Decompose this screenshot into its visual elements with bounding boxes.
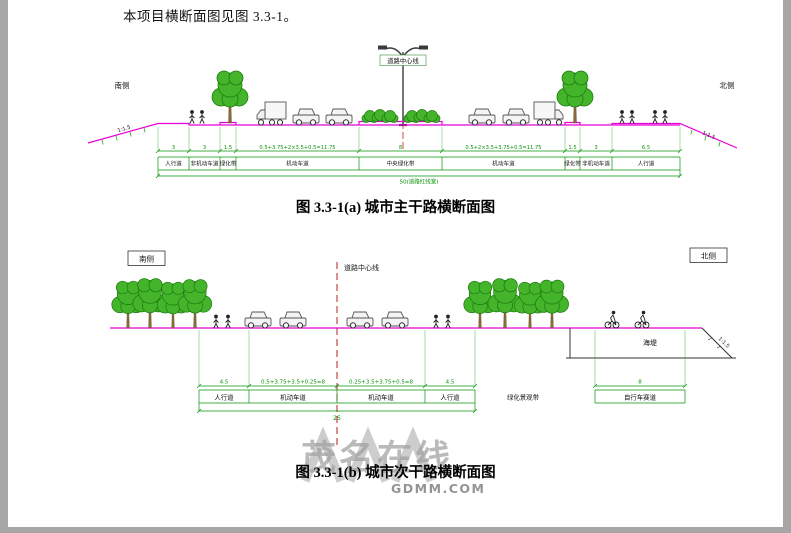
svg-text:人行道: 人行道 xyxy=(214,393,234,402)
centerline-label: 道路中心线 xyxy=(344,263,379,272)
svg-text:0.5+3.75+2×3.5+0.5=11.75: 0.5+3.75+2×3.5+0.5=11.75 xyxy=(259,145,335,151)
svg-text:人行道: 人行道 xyxy=(638,160,655,168)
svg-text:机动车道: 机动车道 xyxy=(280,393,306,402)
svg-text:1.5: 1.5 xyxy=(224,145,232,151)
road-surface xyxy=(87,120,738,149)
svg-text:绿化带: 绿化带 xyxy=(564,160,581,168)
slope-ratio-left: 1:1.5 xyxy=(117,125,131,134)
slope-hatch-marks xyxy=(101,127,721,147)
svg-text:道路中心线: 道路中心线 xyxy=(387,56,419,65)
figure-b-cross-section-diagram: 南侧 北侧 道路中心线 海堤 1:1.5 xyxy=(110,247,736,448)
segment-labels: 人行道 非机动车道 绿化带 机动车道 中央绿化带 机动车道 绿化带 非机动车道 … xyxy=(165,160,655,168)
figure-b-caption: 图 3.3-1(b) 城市次干路横断面图 xyxy=(295,465,496,481)
document-page: 本项目横断面图见图 3.3-1。 道路中心线 南侧 北侧 xyxy=(8,0,783,527)
svg-text:4.5: 4.5 xyxy=(446,380,455,386)
svg-text:8: 8 xyxy=(399,145,402,151)
side-label-north: 北侧 xyxy=(720,80,735,90)
slope-ratio-right: 1:1.5 xyxy=(701,130,716,141)
svg-text:8: 8 xyxy=(638,380,642,386)
svg-text:0.5+3.75+3.5+0.25=8: 0.5+3.75+3.5+0.25=8 xyxy=(261,380,325,386)
figure-a-cross-section-diagram: 道路中心线 南侧 北侧 1:1.5 1:1.5 xyxy=(87,45,738,186)
svg-text:1.5: 1.5 xyxy=(568,145,576,151)
dimension-values: 3 3 1.5 0.5+3.75+2×3.5+0.5=11.75 8 0.5+2… xyxy=(172,145,650,151)
side-label-south: 南侧 xyxy=(127,250,166,266)
cyclist-icon xyxy=(604,310,650,329)
seawall-label: 海堤 xyxy=(643,338,657,347)
intro-paragraph: 本项目横断面图见图 3.3-1。 xyxy=(123,9,298,24)
centerline-label: 道路中心线 xyxy=(379,54,427,66)
slope-ratio-right: 1:1.5 xyxy=(717,336,731,349)
svg-text:绿化带: 绿化带 xyxy=(220,160,237,168)
svg-text:非机动车道: 非机动车道 xyxy=(582,160,610,168)
tree-icon xyxy=(111,278,569,329)
median-shrubs-icon xyxy=(361,109,441,123)
svg-text:6.5: 6.5 xyxy=(642,145,650,151)
total-width-label: 25 xyxy=(333,415,341,422)
svg-text:机动车道: 机动车道 xyxy=(492,160,515,168)
watermark-logo-icon xyxy=(300,426,436,483)
svg-text:南侧: 南侧 xyxy=(139,254,154,264)
svg-text:3: 3 xyxy=(172,145,175,151)
seawall-shape xyxy=(566,327,736,359)
figure-a-caption: 图 3.3-1(a) 城市主干路横断面图 xyxy=(295,200,496,216)
svg-text:人行道: 人行道 xyxy=(165,160,182,168)
svg-text:中央绿化带: 中央绿化带 xyxy=(387,160,415,168)
dimension-lines xyxy=(155,127,683,179)
svg-text:北侧: 北侧 xyxy=(701,251,716,261)
side-label-south: 南侧 xyxy=(115,80,130,90)
segment-labels: 人行道 机动车道 机动车道 人行道 绿化景观带 自行车赛道 xyxy=(214,393,656,402)
dimension-values: 4.5 0.5+3.75+3.5+0.25=8 0.25+3.5+3.75+0.… xyxy=(220,380,643,386)
svg-text:人行道: 人行道 xyxy=(440,393,460,402)
total-width-label: 50(道路红线宽) xyxy=(400,178,439,186)
svg-text:0.5+2×3.5+3.75+0.5=11.75: 0.5+2×3.5+3.75+0.5=11.75 xyxy=(465,145,541,151)
svg-text:0.25+3.5+3.75+0.5=8: 0.25+3.5+3.75+0.5=8 xyxy=(349,380,413,386)
watermark-site-name: 茂名在线 xyxy=(301,439,454,479)
svg-text:非机动车道: 非机动车道 xyxy=(191,160,219,168)
watermark-domain: GDMM.COM xyxy=(391,481,486,496)
svg-text:机动车道: 机动车道 xyxy=(286,160,309,168)
car-icon xyxy=(244,311,409,329)
svg-text:自行车赛道: 自行车赛道 xyxy=(624,393,657,402)
side-label-north: 北侧 xyxy=(689,247,728,263)
svg-text:3: 3 xyxy=(594,145,597,151)
dimension-lines xyxy=(196,330,688,414)
svg-text:机动车道: 机动车道 xyxy=(368,393,394,402)
svg-text:4.5: 4.5 xyxy=(220,380,229,386)
svg-text:3: 3 xyxy=(203,145,206,151)
svg-text:绿化景观带: 绿化景观带 xyxy=(507,393,540,402)
